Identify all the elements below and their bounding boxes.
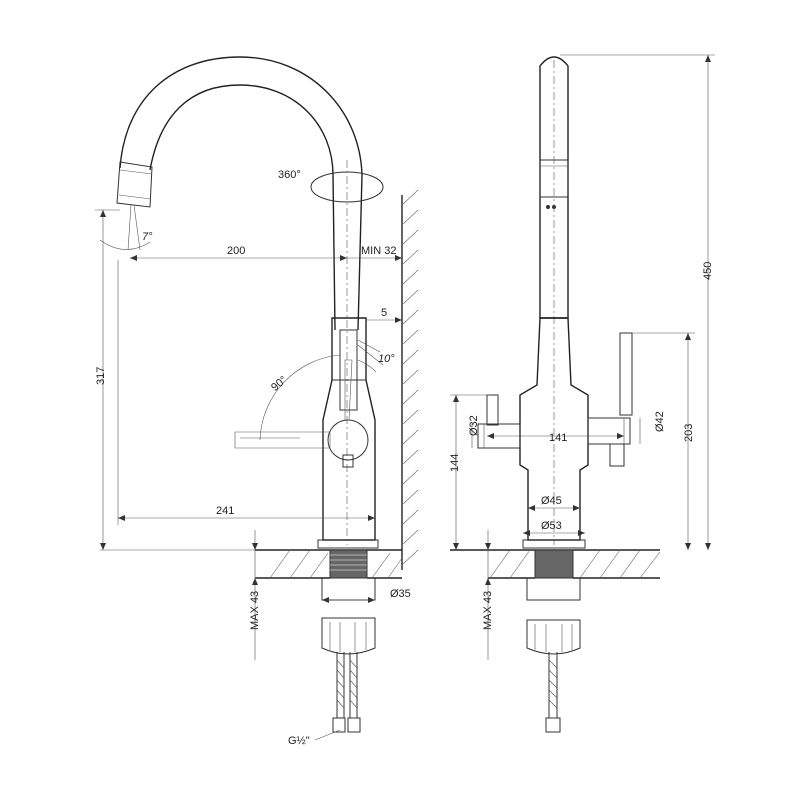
max-right-label: MAX 43 <box>482 591 494 630</box>
handle-height-label: 203 <box>683 424 695 442</box>
front-hose <box>548 652 558 718</box>
shank <box>329 549 368 579</box>
body-height-label: 144 <box>449 454 461 472</box>
spout-outer <box>119 56 363 331</box>
front-right-handle <box>619 332 633 416</box>
front-spout <box>539 56 569 319</box>
reach-label: 200 <box>227 245 245 257</box>
total-height-label: 450 <box>702 262 714 280</box>
lever-angle-label: 90° <box>269 374 289 394</box>
front-shank <box>534 549 574 579</box>
foot-dia-label: Ø53 <box>541 520 562 532</box>
right-dia-label: Ø42 <box>654 411 666 432</box>
front-left-handle <box>486 394 499 426</box>
thread-label: G½" <box>288 735 310 747</box>
offset-label: 5 <box>381 307 387 319</box>
counter-hatch-left <box>269 549 403 579</box>
front-view: 450 203 144 Ø32 141 Ø42 Ø45 Ø53 <box>449 54 715 733</box>
left-dia-label: Ø32 <box>468 415 480 436</box>
hose-right <box>349 652 358 718</box>
lever-open <box>234 431 331 449</box>
spout-tip <box>116 161 153 208</box>
min-wall-label: MIN 32 <box>361 245 396 257</box>
width-label: 141 <box>549 432 567 444</box>
rotation-label: 360° <box>278 169 301 181</box>
fixing-nut <box>321 617 376 655</box>
hose-left <box>336 652 345 718</box>
height-left-label: 317 <box>95 367 107 385</box>
tilt-label: 10° <box>378 353 395 365</box>
spout-angle-label: 7° <box>142 231 153 243</box>
depth-label: 241 <box>216 505 234 517</box>
base-dia-label: Ø35 <box>390 588 411 600</box>
cartridge <box>327 419 369 461</box>
wall-hatch <box>401 189 419 566</box>
max-left-label: MAX 43 <box>249 591 261 630</box>
stem-dia-label: Ø45 <box>541 495 562 507</box>
spout-inner <box>149 84 336 331</box>
counter-hatch-right <box>489 549 661 579</box>
side-view: 360° 90° 10° 7° <box>95 56 419 747</box>
